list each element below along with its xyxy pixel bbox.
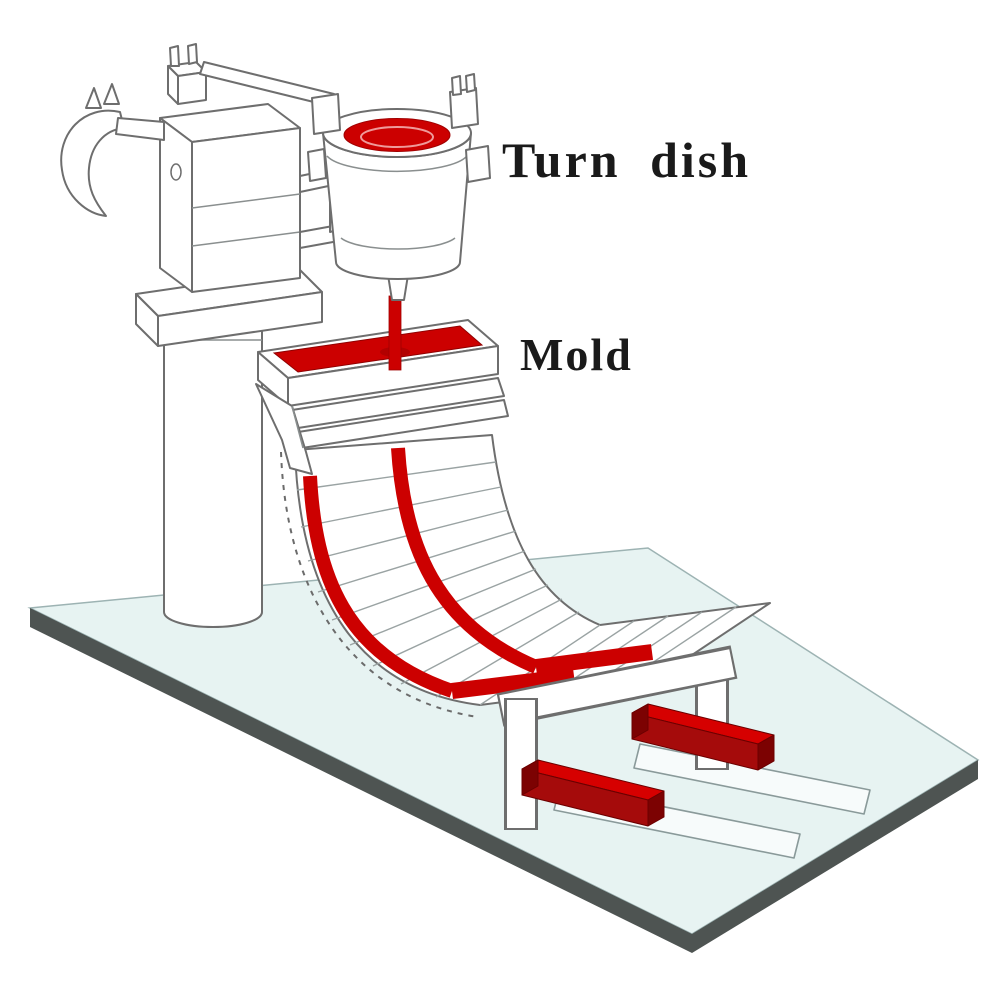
- strand-guide-dashed-edge: [280, 451, 479, 718]
- turret-housing-front: [191, 127, 301, 293]
- ladle-band-lower: [340, 237, 456, 250]
- ladle-trunnion-left: [307, 148, 327, 182]
- floor-front-edge-right: [692, 760, 978, 953]
- ladle-trunnion-right: [465, 145, 491, 183]
- turret-bracket-side: [167, 65, 179, 105]
- bracket-prong: [187, 43, 198, 65]
- pivot-hole: [170, 163, 182, 181]
- strand-table-front: [451, 668, 575, 699]
- strand-table-rear: [534, 644, 654, 675]
- billet-track-outline: [633, 743, 871, 815]
- strand-curve-front: [303, 475, 455, 698]
- turret-pedestal: [163, 317, 263, 628]
- molten-metal-ring: [360, 126, 434, 148]
- bracket-prong: [169, 45, 180, 67]
- turret-claw: [60, 109, 125, 217]
- mold-label: Mold: [520, 329, 633, 380]
- turn-dish-label: Turn dish: [502, 132, 751, 188]
- detail-line: [191, 231, 301, 247]
- strand-curve-rear: [391, 447, 539, 674]
- billet-rear: [631, 703, 775, 771]
- billet-end-face: [631, 703, 649, 740]
- detail-line: [291, 405, 304, 449]
- billet-end-face: [647, 790, 665, 827]
- ladle-turret: [60, 43, 345, 628]
- lug-prong: [465, 73, 476, 93]
- ladle: [307, 73, 491, 301]
- billet-front: [521, 759, 665, 827]
- ladle-band-upper: [326, 155, 468, 173]
- turret-bracket-front: [177, 71, 207, 105]
- claw-link: [115, 117, 165, 141]
- detail-line: [191, 193, 301, 209]
- lug-prong: [451, 75, 462, 96]
- floor-front-edge-left: [30, 608, 692, 953]
- billet-end-face: [757, 734, 775, 771]
- mold-assembly: [255, 319, 509, 475]
- molten-steel-stream: [388, 295, 402, 371]
- turret-housing-side: [159, 117, 193, 293]
- gantry-beam-fill: [499, 649, 735, 723]
- turret-plinth-side: [135, 293, 159, 347]
- billet-end-face: [521, 759, 539, 796]
- claw-spike: [103, 83, 120, 105]
- cast-strand: [303, 447, 654, 699]
- claw-spike: [85, 87, 102, 109]
- ladle-lug-left: [311, 93, 341, 135]
